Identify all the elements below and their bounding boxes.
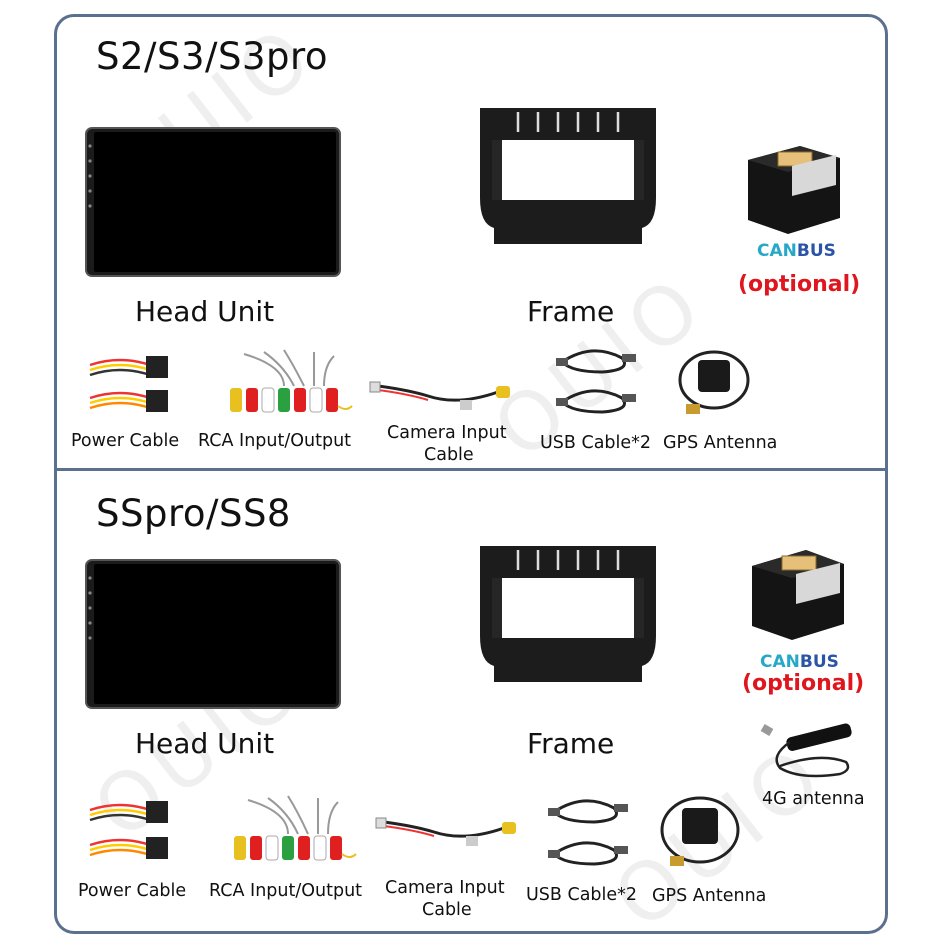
frame-image [480, 546, 656, 682]
usb-cable-label: USB Cable*2 [540, 433, 652, 453]
power-cable-image [89, 356, 168, 412]
4g-antenna-image [760, 723, 852, 778]
head-unit-label: Head Unit [135, 295, 275, 328]
optional-label: (optional) [742, 671, 865, 696]
rca-cable-image [230, 349, 353, 413]
frame-label: Frame [527, 727, 615, 760]
power-cable-label: Power Cable [71, 431, 180, 451]
usb-cable-label: USB Cable*2 [526, 885, 638, 905]
gps-antenna-image [660, 796, 740, 866]
outer-frame [54, 14, 888, 934]
camera-cable-image [369, 381, 510, 410]
canbus-label-bus: BUS [796, 241, 836, 261]
camera-cable-label: Camera Input [387, 423, 507, 443]
rca-label: RCA Input/Output [198, 431, 352, 451]
4g-antenna-label: 4G antenna [762, 789, 865, 809]
power-cable-label: Power Cable [78, 881, 187, 901]
usb-cable-image [556, 349, 636, 414]
section-title: SSpro/SS8 [96, 492, 291, 535]
camera-cable-image [375, 817, 516, 846]
camera-cable-label-line2: Cable [424, 445, 474, 465]
section-title: S2/S3/S3pro [96, 35, 329, 78]
frame-image [480, 108, 656, 244]
rca-label: RCA Input/Output [209, 881, 363, 901]
head-unit-image [85, 127, 341, 277]
canbus-label-can: CAN [757, 241, 797, 261]
gps-antenna-label: GPS Antenna [663, 433, 778, 453]
power-cable-image [89, 801, 168, 859]
canbus-label: CANBUS [757, 241, 836, 261]
optional-label: (optional) [738, 272, 861, 297]
camera-cable-label: Camera Input [385, 878, 505, 898]
head-unit-image [85, 559, 341, 709]
canbus-box-image [748, 146, 840, 234]
gps-antenna-image [678, 350, 750, 414]
canbus-box-image [752, 550, 844, 640]
canbus-label-can: CAN [760, 652, 800, 672]
frame-label: Frame [527, 295, 615, 328]
canbus-label: CANBUS [760, 652, 839, 672]
section-divider [54, 468, 888, 471]
rca-cable-image [234, 795, 357, 861]
camera-cable-label-line2: Cable [422, 900, 472, 920]
gps-antenna-label: GPS Antenna [652, 886, 767, 906]
canbus-label-bus: BUS [799, 652, 839, 672]
usb-cable-image [548, 799, 628, 866]
head-unit-label: Head Unit [135, 727, 275, 760]
